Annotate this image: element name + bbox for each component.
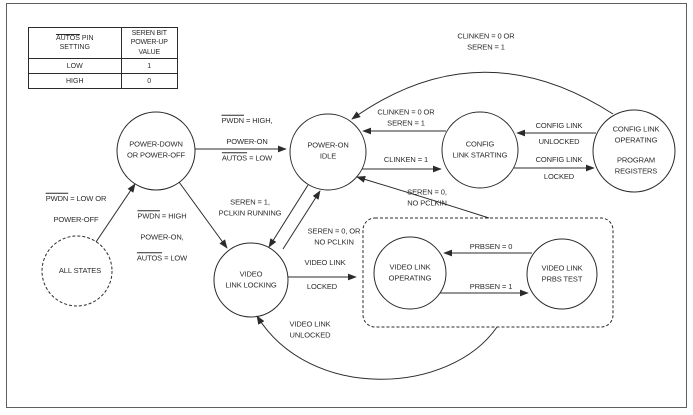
transition-label-config-unlocked-bottom: UNLOCKED (538, 136, 580, 146)
arrow-all-states-to-power-down (95, 183, 136, 243)
state-label-power-down: POWER-DOWN OR POWER-OFF (127, 139, 185, 160)
transition-label-clinken0-mid: CLINKEN = 0 OR SEREN = 1 (377, 107, 435, 128)
transition-line: AUTOS = LOW (136, 252, 188, 262)
state-label-video-link-locking: VIDEO LINK LOCKING (225, 269, 277, 290)
transition-label-prbsen1: PRBSEN = 1 (469, 281, 513, 291)
transition-line: POWER-ON, (140, 231, 184, 241)
state-label-video-link-operating: VIDEO LINK OPERATING (388, 262, 432, 283)
transition-label-config-unlocked-top: CONFIG LINK (535, 120, 583, 130)
transition-label-autos-low-top: AUTOS = LOW (222, 142, 272, 174)
state-label-config-link-starting: CONFIG LINK STARTING (452, 139, 508, 160)
transition-label-video-unlocked: VIDEO LINK UNLOCKED (289, 319, 331, 340)
table-header-seren: SEREN BIT POWER-UP VALUE (120, 26, 179, 60)
arc-video-group-to-idle (356, 176, 490, 219)
table-row: HIGH 0 (28, 73, 179, 90)
state-circle-config-link-starting (441, 111, 519, 189)
transition-label-seren1-pclkin: SEREN = 1, PCLKIN RUNNING (218, 197, 282, 218)
state-circle-config-link-operating (592, 109, 676, 193)
table-header-autos: AUTOS PIN SETTING (28, 26, 122, 60)
arrow-locking-to-idle (282, 190, 321, 250)
table-cell-setting: LOW (28, 58, 122, 75)
state-label-power-on-idle: POWER-ON IDLE (307, 140, 349, 161)
state-circle-video-link-locking (213, 242, 289, 318)
transition-label-config-locked-bottom: LOCKED (543, 171, 575, 181)
transition-label-video-locked-bottom: LOCKED (306, 281, 338, 291)
transition-label-clinken1: CLINKEN = 1 (383, 154, 429, 164)
transition-label-prbsen0: PRBSEN = 0 (469, 241, 513, 251)
state-circle-all-states (41, 235, 113, 307)
transition-line: PWDN = HIGH (137, 210, 187, 220)
state-circle-power-down (116, 111, 196, 191)
transition-line: AUTOS = LOW (221, 152, 273, 162)
transition-line: PWDN = LOW OR (45, 193, 107, 203)
transition-line: POWER-OFF (53, 214, 99, 224)
transition-label-seren0-or-no-pclkin: SEREN = 0, OR NO PCLKIN (307, 226, 361, 247)
state-sublabel-program-registers: PROGRAM REGISTERS (614, 155, 658, 176)
arc-operating-to-idle (351, 71, 614, 120)
state-label-video-link-prbs-test: VIDEO LINK PRBS TEST (541, 263, 583, 284)
transition-label-pwdn-high-autos-low: PWDN = HIGH POWER-ON, AUTOS = LOW (137, 200, 187, 274)
transition-label-video-locked-top: VIDEO LINK (304, 257, 346, 267)
arrow-idle-to-locking (268, 184, 309, 248)
transition-line: POWER-ON (226, 136, 268, 146)
transition-label-config-locked-top: CONFIG LINK (535, 154, 583, 164)
transition-line: PWDN = HIGH, (221, 115, 273, 125)
arc-video-group-to-locking (256, 315, 498, 380)
transition-label-seren0-no-pclkin: SEREN = 0, NO PCLKIN (407, 187, 447, 208)
table-cell-setting: HIGH (28, 73, 122, 90)
table-row: LOW 1 (28, 58, 179, 75)
state-circle-video-link-prbs-test (526, 238, 598, 310)
state-label-all-states: ALL STATES (58, 265, 102, 275)
table-header-row: AUTOS PIN SETTING SEREN BIT POWER-UP VAL… (28, 26, 179, 60)
transition-label-pwdn-low: PWDN = LOW OR POWER-OFF (46, 183, 107, 236)
state-circle-power-on-idle (289, 113, 367, 191)
autos-seren-table: AUTOS PIN SETTING SEREN BIT POWER-UP VAL… (28, 26, 179, 90)
state-circle-video-link-operating (373, 236, 447, 310)
autos-pin-header-line1: AUTOS PIN (55, 34, 94, 42)
state-label-config-link-operating: CONFIG LINK OPERATING (612, 124, 660, 145)
arrow-power-down-to-locking (178, 181, 228, 249)
transition-label-clinken0-top-arc: CLINKEN = 0 OR SEREN = 1 (457, 31, 515, 52)
table-cell-value: 1 (120, 58, 179, 75)
autos-pin-header-line2: SETTING (59, 44, 90, 52)
figure-border (6, 3, 687, 408)
table-cell-value: 0 (120, 73, 179, 90)
transition-label-pwdn-high-poweron: PWDN = HIGH, POWER-ON (221, 105, 272, 158)
